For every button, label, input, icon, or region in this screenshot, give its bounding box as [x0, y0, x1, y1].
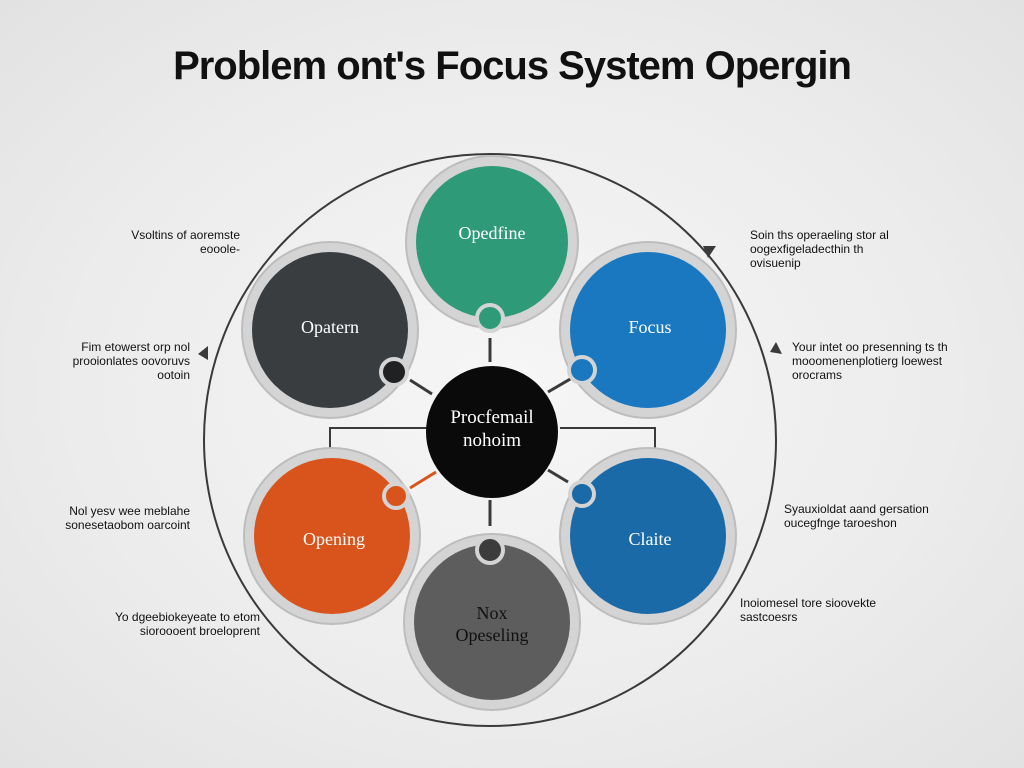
node-upper-right [559, 241, 737, 419]
spoke-upper-left [409, 378, 433, 396]
orbit-arrow-left [198, 346, 208, 360]
spoke-upper-right [547, 376, 573, 394]
note-left-4: Yo dgeebiokeyeate to etom sioroooent bro… [114, 610, 260, 638]
node-bottom-connector [475, 535, 505, 565]
node-lower-right-label: Claite [628, 529, 672, 549]
node-lower-left-label: Opening [303, 529, 365, 549]
node-top-connector [475, 303, 505, 333]
note-right-4: Inoiomesel tore sioovekte sastcoesrs [740, 596, 877, 624]
node-upper-left-label: Opatern [301, 317, 359, 337]
outer-orbit-circle [203, 153, 777, 727]
node-upper-right-connector [567, 355, 597, 385]
center-label: Procfemail nohoim [450, 407, 534, 451]
note-right-1: Soin ths operaeling stor al oogexfigelad… [750, 228, 889, 270]
note-left-1: Vsoltins of aoremste eooole- [131, 228, 240, 256]
node-lower-right-connector [568, 480, 596, 508]
orbit-arrow-upper-right [703, 246, 716, 258]
node-lower-right [559, 447, 737, 625]
node-bottom [403, 533, 581, 711]
center-node [426, 366, 558, 498]
node-upper-left [241, 241, 419, 419]
orbit-arrow-right [770, 342, 782, 354]
node-lower-left-connector [382, 482, 410, 510]
node-upper-left-connector [379, 357, 409, 387]
note-left-2: Fim etowerst orp nol prooionlates oovoru… [72, 340, 190, 382]
node-bottom-label: Nox Opeseling [455, 603, 529, 645]
node-upper-right-label: Focus [628, 317, 672, 337]
node-top-label: Opedfine [458, 223, 526, 243]
spoke-lower-left [409, 470, 437, 490]
node-top [405, 155, 579, 333]
note-left-3: Nol yesv wee meblahe sonesetaobom oarcoi… [65, 504, 190, 532]
spoke-lower-right [547, 468, 569, 484]
node-lower-left [243, 447, 421, 625]
page-title: Problem ont's Focus System Opergin [173, 44, 852, 88]
connector-bar [329, 427, 656, 452]
note-right-3: Syauxioldat aand gersation oucegfnge tar… [784, 502, 929, 530]
note-right-2: Your intet oo presenning ts th mooomenen… [792, 340, 948, 382]
